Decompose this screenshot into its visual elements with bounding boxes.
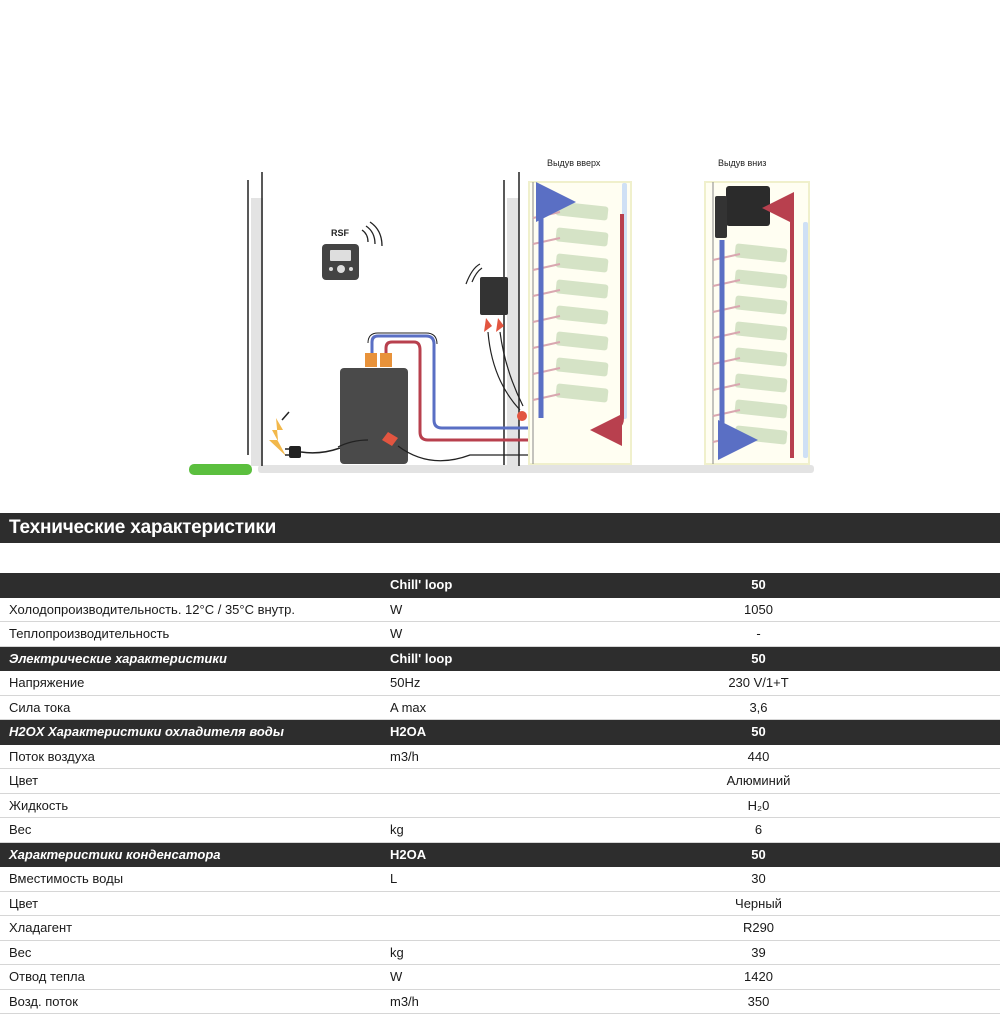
spec-value: 440 [647,744,1000,769]
spec-label: Цвет [0,891,381,916]
spec-value: 1420 [647,964,1000,990]
spec-unit: Chill' loop [381,646,647,671]
spec-value: 50 [647,842,1000,867]
ground-green [189,464,252,475]
spec-label: Холодопроизводительность. 12°C / 35°C вн… [0,597,381,622]
lightning-icon [269,418,286,456]
unit-plug-icon [382,432,398,446]
spec-label: Электрические характеристики [0,646,381,671]
spec-value: 50 [647,646,1000,671]
shelves-up [532,201,609,403]
spec-unit: W [381,597,647,622]
cold-flow-up-arrow [535,182,576,418]
spec-label: Вместимость воды [0,866,381,892]
section-title: Технические характеристики [0,513,1000,543]
spec-unit: A max [381,695,647,720]
hot-flow-return-arrow [590,214,624,446]
spec-unit: m3/h [381,989,647,1014]
left-wall [251,198,263,466]
spec-label: Хладагент [0,915,381,941]
spec-label: Поток воздуха [0,744,381,769]
spec-unit: H2OA [381,842,647,867]
installation-diagram: RSF Выдув вверх [189,158,814,475]
spec-value: Алюминий [647,768,1000,794]
spec-label: Теплопроизводительность [0,621,381,647]
spec-unit: m3/h [381,744,647,769]
spec-unit: 50Hz [381,670,647,696]
spec-unit [381,891,647,916]
spec-value: 50 [647,573,1000,598]
spec-label [0,573,381,598]
floor-line [258,465,814,473]
spec-value: 50 [647,719,1000,745]
spec-unit [381,768,647,794]
spec-label: Возд. поток [0,989,381,1014]
label-up-blow: Выдув вверх [547,158,601,168]
table-row: Жидкость H₂0 [0,793,1000,818]
spec-value: Черный [647,891,1000,916]
condenser-unit [340,368,408,464]
spec-value: 3,6 [647,695,1000,720]
spec-value: - [647,621,1000,647]
thermostat-label: RSF [331,228,350,238]
spec-label: Характеристики конденсатора [0,842,381,867]
spec-unit [381,915,647,941]
spec-label: Напряжение [0,670,381,696]
spec-value: R290 [647,915,1000,941]
spec-unit: kg [381,940,647,965]
spec-value: 1050 [647,597,1000,622]
spec-value: 350 [647,989,1000,1014]
table-row: Холодопроизводительность. 12°C / 35°C вн… [0,597,1000,622]
hot-pipe [384,340,548,442]
spec-unit: W [381,964,647,990]
spec-value: 39 [647,940,1000,965]
rack-frame-up [528,181,632,465]
spec-value: 6 [647,817,1000,843]
thermostat-icon [322,244,359,280]
cold-pipe [370,334,548,430]
spec-unit: L [381,866,647,892]
spec-label: Жидкость [0,793,381,818]
spec-label: H2OX Характеристики охладителя воды [0,719,381,745]
spec-label: Вес [0,817,381,843]
plug-icon [289,446,301,458]
spec-value: 230 V/1+T [647,670,1000,696]
hot-flow-up-arrow [762,192,795,458]
spec-unit: H2OA [381,719,647,745]
middle-wall [507,198,519,466]
controller-icon [480,277,508,315]
spec-value: 30 [647,866,1000,892]
spec-label: Сила тока [0,695,381,720]
cooler-unit-down [726,186,770,226]
spec-label: Вес [0,940,381,965]
cold-flow-down-arrow [717,240,758,460]
spec-value: H₂0 [647,793,1000,818]
spec-label: Отвод тепла [0,964,381,990]
spec-unit: kg [381,817,647,843]
spec-unit: W [381,621,647,647]
table-row: Цвет Черный [0,891,1000,916]
table-row: Цвет Алюминий [0,768,1000,794]
spec-unit [381,793,647,818]
label-down-blow: Выдув вниз [718,158,766,168]
spec-unit: Chill' loop [381,573,647,598]
spec-label: Цвет [0,768,381,794]
table-row: Хладагент R290 [0,915,1000,941]
